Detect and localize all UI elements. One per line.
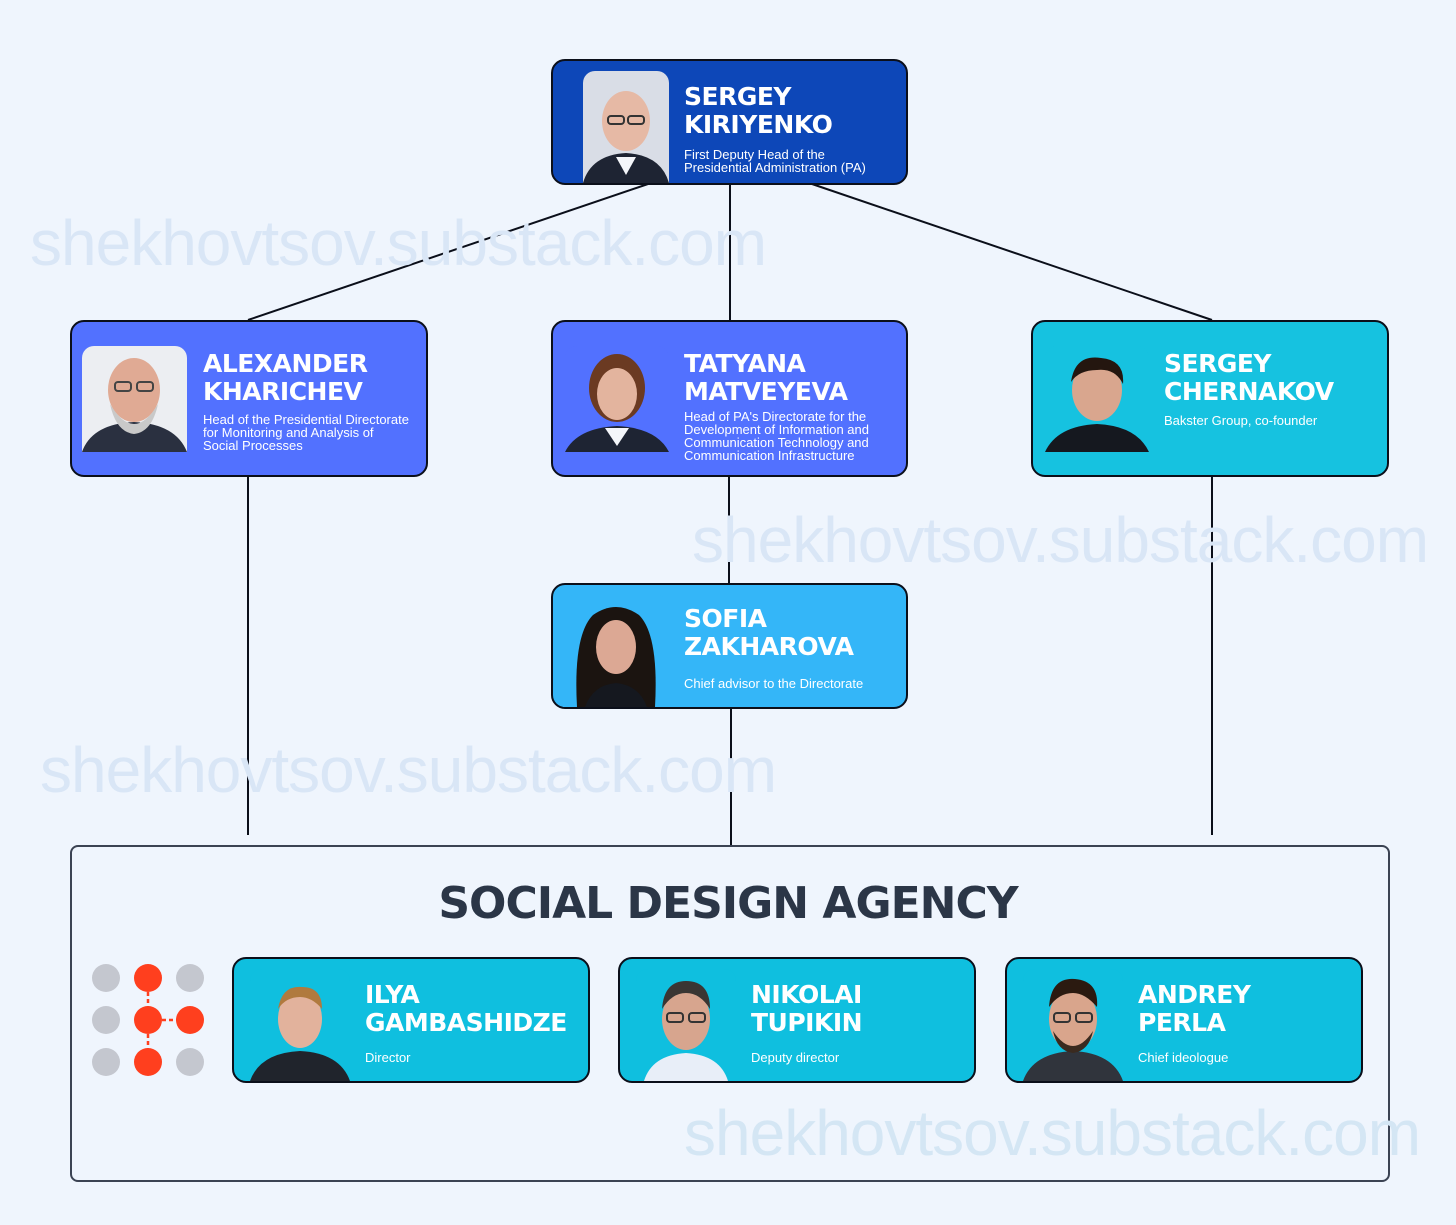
photo-matveyeva <box>565 346 669 452</box>
role-perla: Chief ideologue <box>1138 1050 1229 1065</box>
watermark: shekhovtsov.substack.com <box>30 207 767 279</box>
connector-kiriyenko-chernakov <box>811 183 1213 321</box>
photo-perla <box>1023 969 1123 1081</box>
photo-chernakov <box>1045 346 1149 452</box>
watermark: shekhovtsov.substack.com <box>40 734 777 806</box>
photo-kharichev <box>82 346 187 452</box>
role-gambashidze: Director <box>365 1050 411 1065</box>
photo-kiriyenko <box>583 71 669 183</box>
photo-tupikin <box>636 969 736 1081</box>
role-tupikin: Deputy director <box>751 1050 840 1065</box>
photo-zakharova <box>563 595 669 707</box>
watermark: shekhovtsov.substack.com <box>692 504 1429 576</box>
photo-gambashidze <box>250 969 350 1081</box>
connector-kiriyenko-kharichev <box>247 183 649 321</box>
role-chernakov: Bakster Group, co-founder <box>1164 413 1318 428</box>
watermark: shekhovtsov.substack.com <box>684 1097 1421 1169</box>
agency-title: SOCIAL DESIGN AGENCY <box>438 878 1018 929</box>
social-design-agency-logo <box>92 964 204 1076</box>
role-zakharova: Chief advisor to the Directorate <box>684 676 864 691</box>
